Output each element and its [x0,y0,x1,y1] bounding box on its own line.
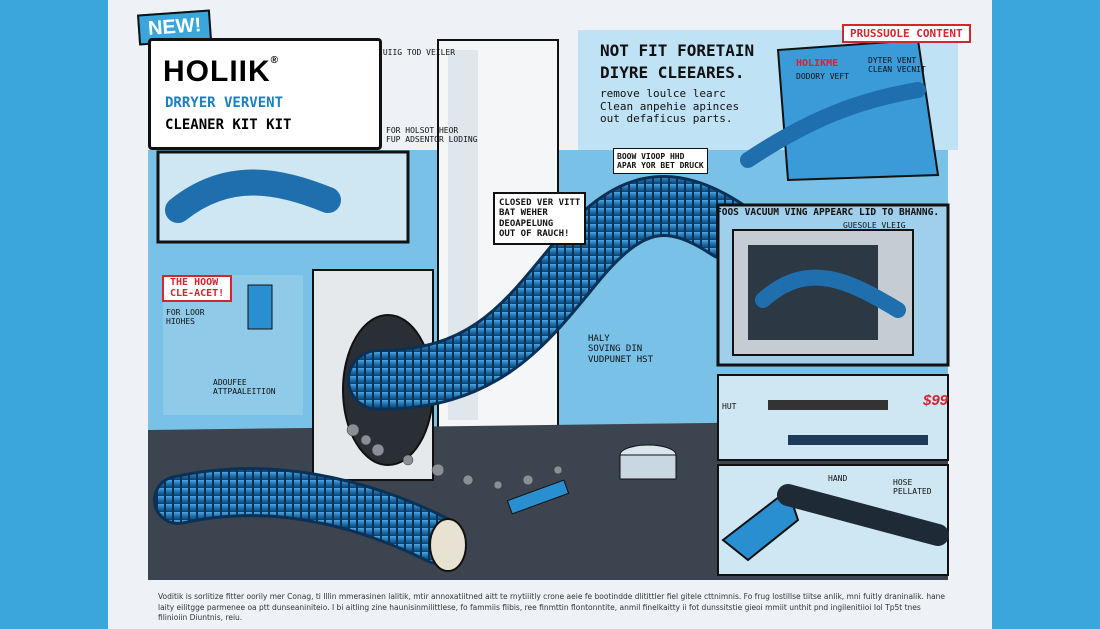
box-label-sub: DODORY VEFT [796,72,849,81]
left-label: FOR LOOR HIOHES [166,308,205,327]
brand-text: HOLIIK [163,55,271,88]
subtitle-line-1: DRRYER VERVENT [165,95,284,111]
box-label-brand: HOLIKME [796,58,839,69]
headline-line-1: NOT FIT FORETAIN [600,41,755,60]
vacuum-caption: FOOS VACUUM VING APPEARC LID TO BHANNG. [716,207,940,218]
subtitle-line-2: CLEANER KIT KIT [165,117,292,133]
logo-panel: HOLIIK® DRRYER VERVENT CLEANER KIT KIT [148,38,382,150]
illustration [148,30,958,580]
left-tag: THE HOOW CLE-ACET! [162,275,233,302]
arrow-label: HUT [722,402,737,411]
top-small-note: IUIIG TOD VEILER [378,48,456,57]
vacuum-small-note: GUESOLE VLEIG [843,221,906,230]
hand-label: HAND [828,474,848,483]
brand-name: HOLIIK® [163,55,279,89]
footer-text: Voditik is sorlitize fitter oorily mer C… [158,592,946,622]
poster: NEW! HOLIIK® DRRYER VERVENT CLEANER KIT … [108,0,992,629]
registered-mark: ® [270,55,280,66]
headline-body: remove loulce learc Clean anpehie apince… [600,87,740,126]
speech-bubble-2: BOOW VIOOP HHD APAR YOR BET DRUCK [613,148,708,175]
price-tag: $99 [923,392,949,409]
corner-tag: PRUSSUOLE CONTENT [842,24,971,43]
box-label-side: DYTER VENT CLEAN VECNIT [868,56,926,75]
headline-line-2: DIYRE CLEEARES. [600,63,745,82]
hose-label: HOSE PELLATED [893,478,932,497]
left-label-2: ADOUFEE ATTPAALEITION [213,378,276,397]
speech-bubble-1: CLOSED VER VITT BAT WEHER DEOAPELUNG OUT… [493,192,587,246]
mid-small-note: FOR HOLSOT HEOR FUP ADSENTOR LODING [386,126,478,145]
center-label: HALY SOVING DIN VUDPUNET HST [588,334,654,365]
